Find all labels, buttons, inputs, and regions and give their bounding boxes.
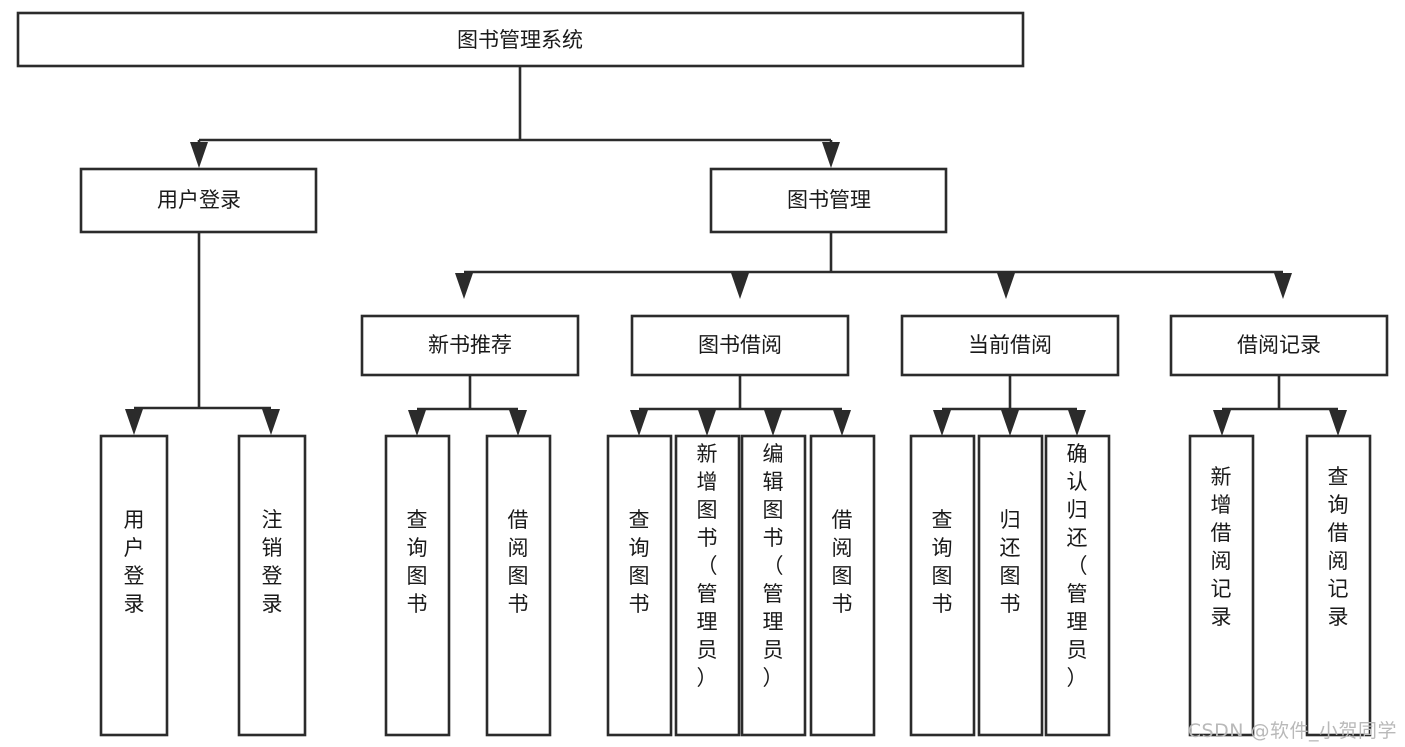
node-book-borrow[interactable]: 图书借阅 [630, 314, 850, 377]
arrow-bookborrow-to-leaf-2 [698, 410, 716, 436]
node-leaf-return-book-label: 归还图书 [1000, 508, 1021, 616]
arrow-bookmanage-to-current-borrow [997, 273, 1015, 299]
node-leaf-return-book-box[interactable] [977, 434, 1044, 737]
node-leaf-confirm-return[interactable]: 确认归还（管理员） [1044, 434, 1111, 737]
node-leaf-borrow-book-1-box[interactable] [485, 434, 552, 737]
node-leaf-logout-login-box[interactable] [237, 434, 307, 737]
node-leaf-query-book-3[interactable]: 查询图书 [909, 434, 976, 737]
node-borrow-record-box[interactable] [1169, 314, 1389, 377]
node-leaf-borrow-book-2-box[interactable] [809, 434, 876, 737]
node-book-manage[interactable]: 图书管理 [709, 167, 948, 234]
arrow-userlogin-to-leaf-1 [125, 409, 143, 435]
connector-group-borrow-record [1213, 375, 1347, 436]
node-leaf-query-record-box[interactable] [1305, 434, 1372, 737]
node-leaf-logout-login[interactable]: 注销登录 [237, 434, 307, 737]
node-current-borrow-label: 当前借阅 [968, 333, 1052, 357]
node-leaf-confirm-return-label: 确认归还（管理员） [1067, 442, 1088, 690]
node-borrow-record-label: 借阅记录 [1237, 333, 1321, 357]
node-leaf-add-record-box[interactable] [1188, 434, 1255, 737]
node-new-book-recommend-box[interactable] [360, 314, 580, 377]
node-book-manage-box[interactable] [709, 167, 948, 234]
node-book-borrow-box[interactable] [630, 314, 850, 377]
connector-group-book-manage [455, 232, 1292, 299]
node-leaf-query-book-2[interactable]: 查询图书 [606, 434, 673, 737]
arrow-bookmanage-to-book-borrow [731, 273, 749, 299]
node-leaf-add-book[interactable]: 新增图书（管理员） [674, 434, 741, 737]
node-leaf-borrow-book-2-label: 借阅图书 [832, 508, 853, 616]
node-leaf-borrow-book-1[interactable]: 借阅图书 [485, 434, 552, 737]
node-new-book-recommend-label: 新书推荐 [428, 333, 512, 357]
node-leaf-add-book-box[interactable] [674, 434, 741, 737]
node-leaf-query-book-2-box[interactable] [606, 434, 673, 737]
arrow-newbook-to-leaf-1 [408, 410, 426, 436]
arrow-currentborrow-to-leaf-2 [1001, 410, 1019, 436]
node-new-book-recommend[interactable]: 新书推荐 [360, 314, 580, 377]
arrow-borrowrecord-to-leaf-1 [1213, 410, 1231, 436]
connector-group-book-borrow [630, 375, 851, 436]
arrow-bookmanage-to-borrow-record [1274, 273, 1292, 299]
node-leaf-query-record-label: 查询借阅记录 [1328, 465, 1349, 629]
node-leaf-query-book-1-box[interactable] [384, 434, 451, 737]
node-current-borrow[interactable]: 当前借阅 [900, 314, 1120, 377]
arrow-userlogin-to-leaf-2 [262, 409, 280, 435]
node-book-manage-label: 图书管理 [787, 188, 871, 212]
node-root[interactable]: 图书管理系统 [16, 11, 1025, 68]
node-leaf-query-book-1[interactable]: 查询图书 [384, 434, 451, 737]
connector-group-current-borrow [933, 375, 1086, 436]
arrow-borrowrecord-to-leaf-2 [1329, 410, 1347, 436]
arrow-bookborrow-to-leaf-4 [833, 410, 851, 436]
node-leaf-borrow-book-1-label: 借阅图书 [508, 508, 529, 616]
connector-group-root [190, 66, 840, 168]
connector-group-new-book-recommend [408, 375, 527, 436]
node-leaf-user-login-label: 用户登录 [124, 508, 145, 616]
node-current-borrow-box[interactable] [900, 314, 1120, 377]
connector-group-user-login [125, 232, 280, 435]
arrow-root-to-book-manage [822, 142, 840, 168]
node-leaf-logout-login-label: 注销登录 [262, 508, 283, 616]
arrow-bookborrow-to-leaf-1 [630, 410, 648, 436]
node-user-login-label: 用户登录 [157, 188, 241, 212]
node-leaf-user-login-box[interactable] [99, 434, 169, 737]
arrow-bookborrow-to-leaf-3 [764, 410, 782, 436]
node-user-login[interactable]: 用户登录 [79, 167, 318, 234]
node-leaf-query-book-2-label: 查询图书 [629, 508, 650, 616]
node-leaf-edit-book-box[interactable] [740, 434, 807, 737]
node-user-login-box[interactable] [79, 167, 318, 234]
node-leaf-confirm-return-box[interactable] [1044, 434, 1111, 737]
arrow-currentborrow-to-leaf-3 [1068, 410, 1086, 436]
node-leaf-user-login[interactable]: 用户登录 [99, 434, 169, 737]
node-leaf-borrow-book-2[interactable]: 借阅图书 [809, 434, 876, 737]
arrow-root-to-user-login [190, 142, 208, 168]
node-leaf-edit-book[interactable]: 编辑图书（管理员） [740, 434, 807, 737]
arrow-currentborrow-to-leaf-1 [933, 410, 951, 436]
arrow-bookmanage-to-new-book [455, 273, 473, 299]
arrow-newbook-to-leaf-2 [509, 410, 527, 436]
node-leaf-query-record[interactable]: 查询借阅记录 [1305, 434, 1372, 737]
node-leaf-query-book-3-label: 查询图书 [932, 508, 953, 616]
node-leaf-query-book-1-label: 查询图书 [407, 508, 428, 616]
node-book-borrow-label: 图书借阅 [698, 333, 782, 357]
node-leaf-query-book-3-box[interactable] [909, 434, 976, 737]
node-leaf-return-book[interactable]: 归还图书 [977, 434, 1044, 737]
node-leaf-add-book-label: 新增图书（管理员） [697, 442, 718, 690]
node-leaf-add-record-label: 新增借阅记录 [1211, 465, 1232, 629]
node-root-box[interactable] [16, 11, 1025, 68]
csdn-watermark: CSDN @软件_小贺同学 [1187, 720, 1397, 742]
node-borrow-record[interactable]: 借阅记录 [1169, 314, 1389, 377]
node-leaf-edit-book-label: 编辑图书（管理员） [763, 442, 784, 690]
node-leaf-add-record[interactable]: 新增借阅记录 [1188, 434, 1255, 737]
node-root-label: 图书管理系统 [457, 28, 583, 52]
